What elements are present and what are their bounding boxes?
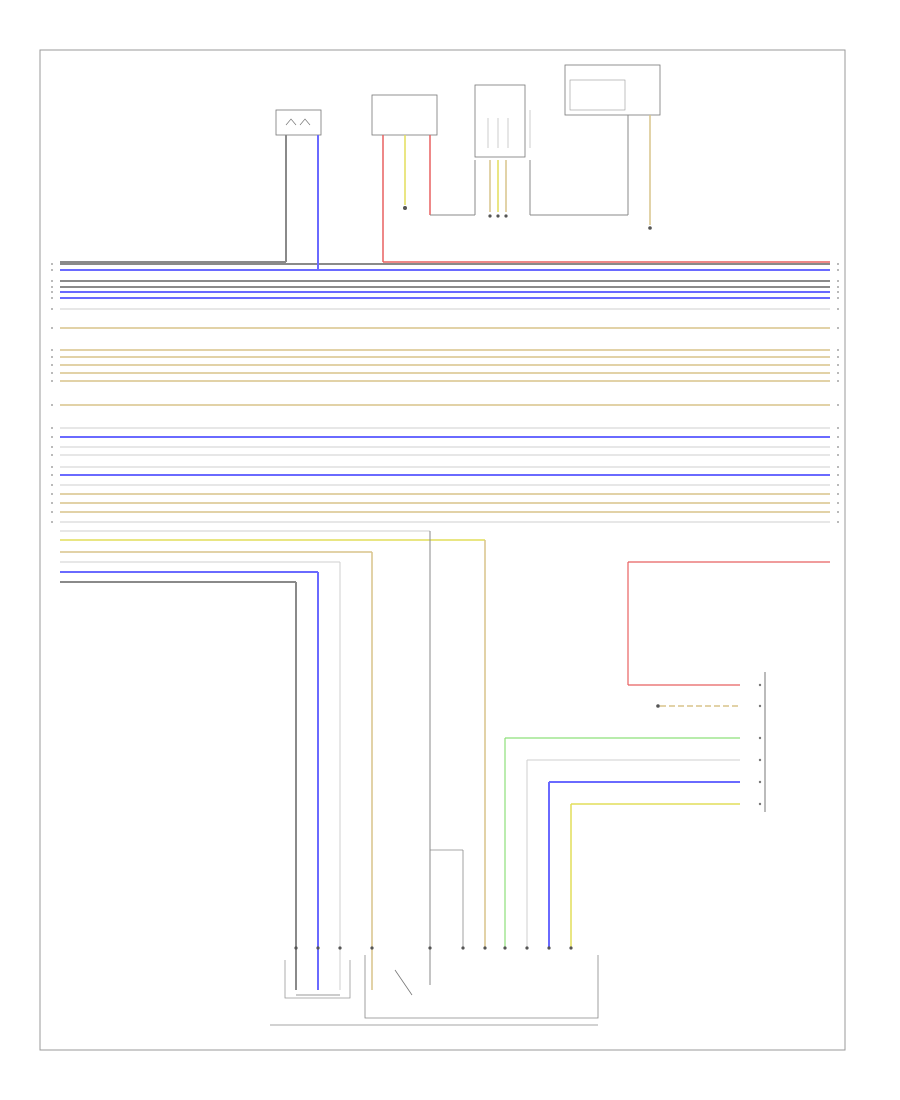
pin-marker xyxy=(51,436,53,438)
pin-marker xyxy=(51,356,53,358)
pin-marker xyxy=(837,297,839,299)
connector-right xyxy=(758,672,766,812)
pin-marker xyxy=(837,436,839,438)
pin-marker xyxy=(51,511,53,513)
pin-marker xyxy=(837,308,839,310)
pin-marker xyxy=(837,372,839,374)
pin-marker xyxy=(51,327,53,329)
diagram-frame xyxy=(39,49,846,1051)
pin-marker xyxy=(51,291,53,293)
pin-marker xyxy=(51,427,53,429)
pin-marker xyxy=(837,286,839,288)
pin-marker xyxy=(51,263,53,265)
pin-marker xyxy=(837,493,839,495)
pin-marker xyxy=(837,446,839,448)
pin-marker xyxy=(837,454,839,456)
pin-marker xyxy=(837,466,839,468)
pin-marker xyxy=(837,511,839,513)
pin-marker xyxy=(837,356,839,358)
pin-marker xyxy=(837,427,839,429)
pin-marker xyxy=(51,521,53,523)
pin-marker xyxy=(837,484,839,486)
module-bottom xyxy=(270,946,599,1026)
pin-marker xyxy=(51,372,53,374)
pin-marker xyxy=(837,269,839,271)
pin-marker xyxy=(837,404,839,406)
pin-marker xyxy=(837,502,839,504)
pin-marker xyxy=(51,280,53,282)
lower-runs xyxy=(60,530,830,990)
pin-marker xyxy=(51,484,53,486)
pin-marker xyxy=(51,286,53,288)
pin-marker xyxy=(837,263,839,265)
pin-marker xyxy=(51,446,53,448)
pin-marker xyxy=(837,364,839,366)
component-tc xyxy=(371,94,830,263)
component-tm xyxy=(474,84,628,218)
pin-marker xyxy=(837,474,839,476)
pin-marker xyxy=(837,349,839,351)
component-tl xyxy=(60,109,322,271)
pin-marker xyxy=(51,380,53,382)
pin-marker xyxy=(837,280,839,282)
bus-wires xyxy=(60,263,830,523)
pin-marker xyxy=(51,404,53,406)
pin-marker xyxy=(51,502,53,504)
pin-marker xyxy=(51,454,53,456)
connector-pins xyxy=(51,263,839,523)
pin-marker xyxy=(837,380,839,382)
pin-marker xyxy=(51,349,53,351)
component-tr xyxy=(564,64,661,230)
pin-marker xyxy=(837,327,839,329)
pin-marker xyxy=(51,493,53,495)
pin-marker xyxy=(51,297,53,299)
pin-marker xyxy=(837,521,839,523)
pin-marker xyxy=(51,308,53,310)
pin-marker xyxy=(51,466,53,468)
pin-marker xyxy=(51,364,53,366)
pin-marker xyxy=(51,269,53,271)
pin-marker xyxy=(837,291,839,293)
pin-marker xyxy=(51,474,53,476)
